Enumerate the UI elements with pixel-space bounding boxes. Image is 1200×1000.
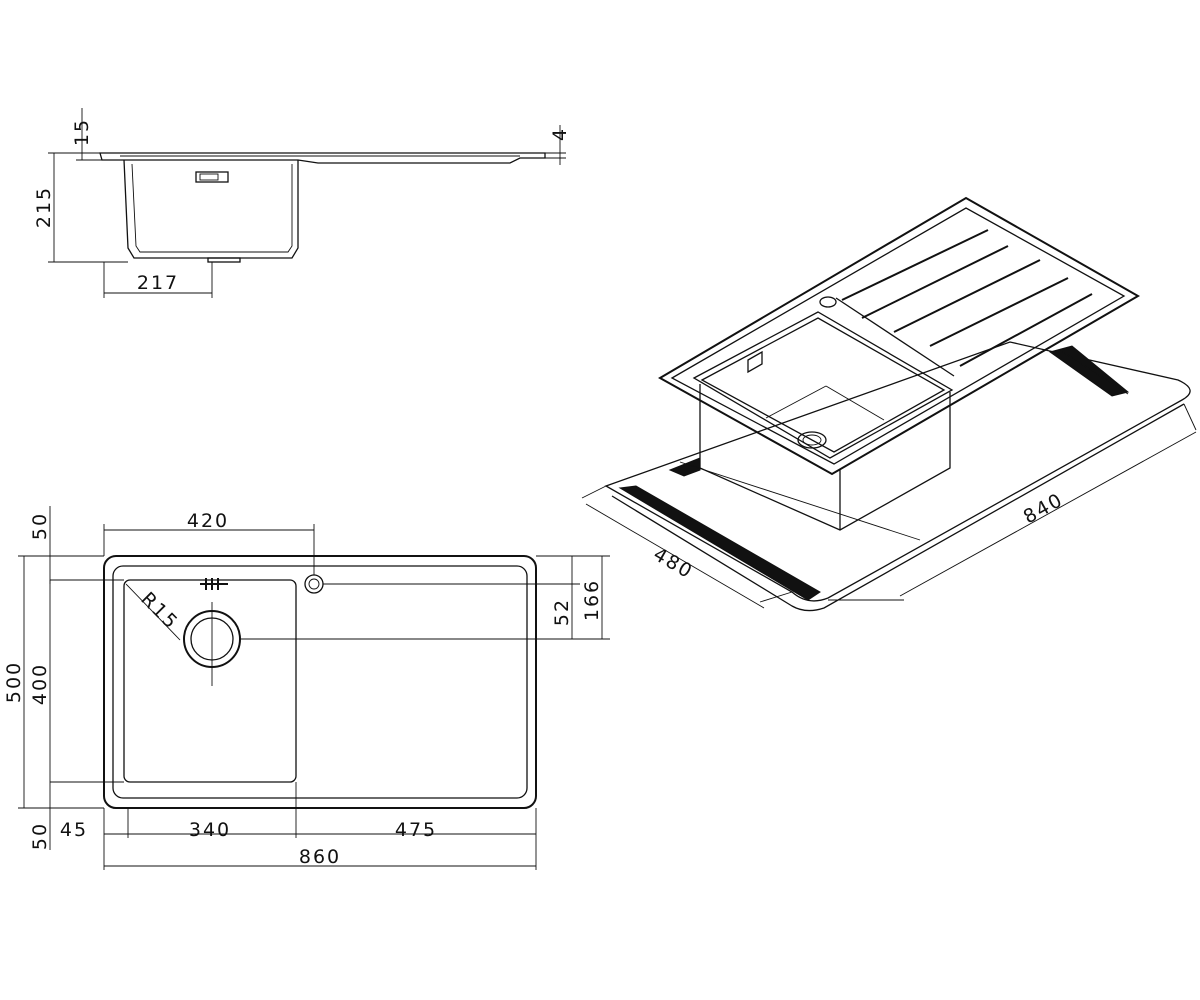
dim-left-margin: 45 xyxy=(60,819,88,841)
top-view: 420 50 500 400 50 52 166 R15 45 340 475 … xyxy=(3,506,610,870)
dim-bowl-depth: 400 xyxy=(29,663,51,705)
dim-overall-width: 860 xyxy=(299,846,341,868)
side-view: 15 215 4 217 xyxy=(33,108,571,298)
dim-bowl-depth: 215 xyxy=(33,186,55,228)
dim-tap-to-drain: 166 xyxy=(581,579,603,621)
dim-corner-radius: R15 xyxy=(136,588,182,634)
dim-lip: 4 xyxy=(549,127,571,141)
dim-tap-offset: 420 xyxy=(187,510,229,532)
dim-bowl-width-top: 340 xyxy=(189,819,231,841)
isometric-view: 480 840 xyxy=(581,196,1197,612)
dim-bottom-margin: 50 xyxy=(29,822,51,850)
dim-bowl-width: 217 xyxy=(137,272,179,294)
dim-drain-offset: 52 xyxy=(551,598,573,626)
dim-drainer-width: 475 xyxy=(395,819,437,841)
dim-cutout-depth: 480 xyxy=(650,543,698,583)
dim-top-margin: 50 xyxy=(29,512,51,540)
dim-cutout-width: 840 xyxy=(1020,489,1068,529)
dim-rim-thickness: 15 xyxy=(71,118,93,146)
dim-overall-depth: 500 xyxy=(3,661,25,703)
